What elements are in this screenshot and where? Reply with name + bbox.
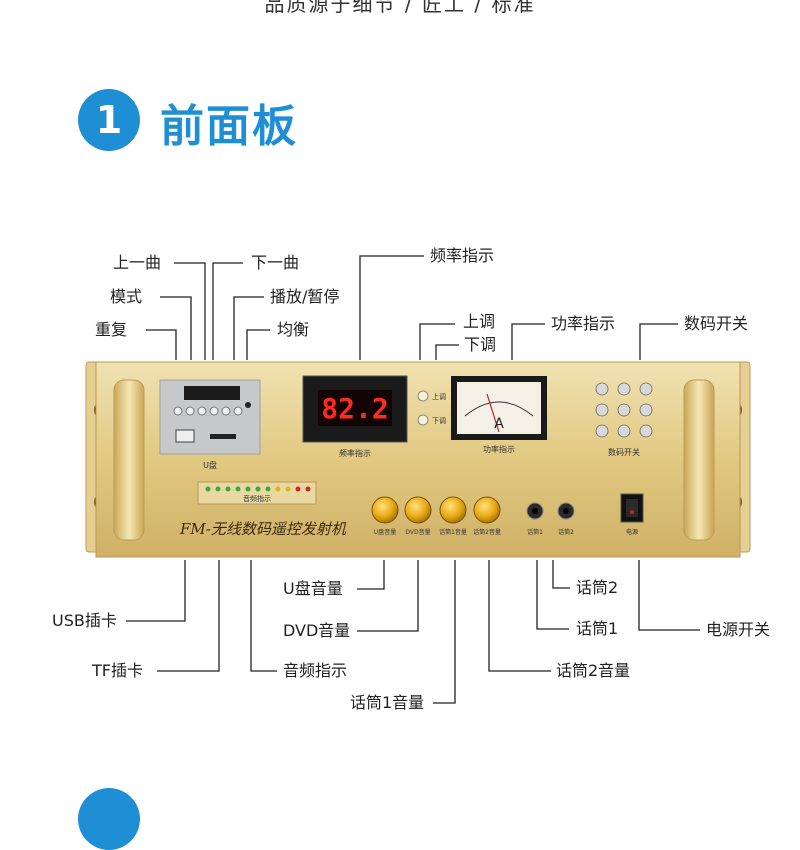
callout-mic1: 话筒1 [576, 619, 619, 638]
callout-usb-volume: U盘音量 [283, 579, 343, 598]
vu-leds [205, 486, 311, 492]
callout-play-pause: 播放/暂停 [270, 287, 340, 306]
callout-mode: 模式 [110, 287, 143, 306]
section-number-badge: 1 [78, 89, 140, 151]
power-meter-caption: 功率指示 [483, 444, 515, 454]
frequency-reading: 82.2 [321, 392, 388, 425]
callout-dvd-volume: DVD音量 [283, 621, 351, 640]
meter-letter: A [494, 416, 504, 432]
power-switch-caption: 电源 [626, 528, 638, 536]
callout-tune-up: 上调 [463, 312, 496, 331]
frequency-display-caption: 频率指示 [339, 448, 371, 458]
callout-tune-down: 下调 [464, 335, 497, 354]
callout-digital-switch: 数码开关 [684, 314, 749, 333]
usb-caption: U盘 [203, 460, 217, 470]
callout-audio-indicator: 音频指示 [283, 661, 348, 680]
callout-mic2-volume: 话筒2音量 [556, 661, 631, 680]
brand-text: FM-无线数码遥控发射机 [179, 520, 347, 538]
callout-balance: 均衡 [277, 320, 310, 339]
callout-next-track: 下一曲 [251, 253, 300, 272]
vu-caption: 音频指示 [243, 494, 271, 503]
knob-caption-dvd: DVD音量 [405, 528, 430, 536]
callout-freq-indicator: 频率指示 [430, 246, 495, 265]
callout-lines [126, 255, 700, 704]
callout-mic2: 话筒2 [576, 578, 619, 597]
section-title: 前面板 [160, 101, 298, 152]
callout-mic1-volume: 话筒1音量 [350, 693, 425, 712]
callout-power-switch: 电源开关 [706, 620, 771, 639]
tune-down-caption: 下调 [432, 416, 446, 425]
transmitter-front-panel-diagram: U盘 82.2 频率指示 上调 下调 A 功率指示 数码开关 音频指示 FM-无… [85, 255, 751, 704]
callout-tf-card: TF插卡 [92, 661, 143, 680]
handle-right [683, 379, 715, 541]
mic2-jack-caption: 话筒2 [558, 528, 574, 536]
knob-caption-mic1: 话筒1音量 [439, 528, 467, 536]
mic1-jack-caption: 话筒1 [527, 528, 543, 536]
tune-up-caption: 上调 [432, 392, 446, 401]
callout-repeat: 重复 [95, 320, 128, 339]
top-caption: 品质源于细节 / 匠工 / 标准 [264, 0, 536, 16]
digital-keypad [595, 382, 653, 438]
keypad-caption: 数码开关 [608, 447, 640, 457]
callout-prev-track: 上一曲 [113, 253, 162, 272]
handle-left [113, 379, 145, 541]
usb-port [175, 429, 195, 443]
tf-slot [210, 434, 236, 439]
mp3-buttons [173, 402, 251, 416]
knob-caption-mic2: 话筒2音量 [473, 528, 501, 536]
knob-caption-usb: U盘音量 [374, 528, 396, 536]
callout-usb-card: USB插卡 [52, 611, 117, 630]
mp3-mini-display [184, 386, 240, 400]
volume-knobs [371, 496, 501, 524]
callout-power-indicator: 功率指示 [551, 314, 616, 333]
